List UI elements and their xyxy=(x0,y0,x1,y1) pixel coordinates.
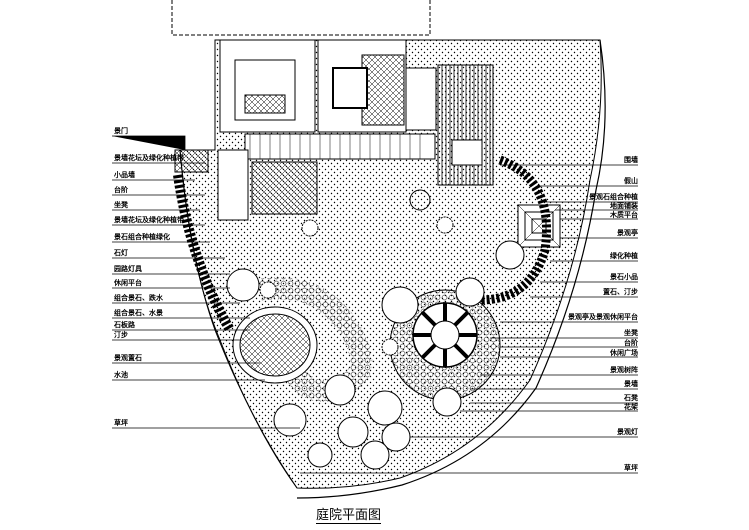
label-right: 台阶 xyxy=(624,338,639,347)
label-right: 地面铺装 xyxy=(610,201,638,210)
label-left: 组合景石、水景 xyxy=(114,308,163,317)
label-right: 景观石组合种植 xyxy=(588,192,638,201)
label-right: 景观树阵 xyxy=(609,365,638,374)
round-pavilion xyxy=(389,289,501,401)
wooden-deck xyxy=(437,64,494,186)
label-left: 小品墙 xyxy=(113,170,135,179)
outer-wall xyxy=(296,39,606,499)
left-leaders xyxy=(112,135,300,429)
label-right: 景观亭 xyxy=(616,228,638,237)
label-right: 景石小品 xyxy=(609,272,638,281)
label-right: 草坪 xyxy=(624,463,638,472)
label-left: 组合景石、跌水 xyxy=(114,293,164,302)
label-right: 石凳 xyxy=(623,393,639,402)
label-right: 围墙 xyxy=(624,155,638,164)
label-left: 坐凳 xyxy=(114,200,129,209)
label-left: 汀步 xyxy=(114,330,128,339)
right-labels: 围墙 假山 景观石组合种植 地面铺装 木质平台 景观亭 绿化种植 景石小品 置石… xyxy=(567,155,639,472)
label-left: 石灯 xyxy=(113,248,128,257)
gate xyxy=(174,149,209,173)
right-leaders xyxy=(300,164,638,474)
label-right: 景观灯 xyxy=(616,427,638,436)
property-boundary xyxy=(171,0,431,36)
label-right: 景墙 xyxy=(623,379,638,388)
label-right: 坐凳 xyxy=(624,328,639,337)
label-left: 景墙花坛及绿化种植带 xyxy=(113,215,184,224)
planting-belt-left xyxy=(173,174,235,333)
pebble-path xyxy=(258,277,373,402)
label-right: 休闲广场 xyxy=(609,348,638,357)
label-left: 水池 xyxy=(114,370,128,379)
label-right: 木质平台 xyxy=(609,210,638,219)
entry-terrace xyxy=(251,161,318,215)
label-left: 景观置石 xyxy=(113,353,142,362)
drawing-title: 庭院平面图 xyxy=(316,508,382,524)
label-left: 景墙花坛及绿化种植带 xyxy=(113,153,184,162)
label-right: 置石、汀步 xyxy=(603,287,638,296)
house-room-living xyxy=(219,39,316,133)
label-left: 草坪 xyxy=(114,418,128,427)
label-left: 园路灯具 xyxy=(114,264,142,273)
label-right: 假山 xyxy=(624,176,638,185)
trees xyxy=(226,216,525,470)
label-left: 景门 xyxy=(113,126,128,135)
label-right: 景观亭及景观休闲平台 xyxy=(567,312,638,321)
left-labels: 景门 景墙花坛及绿化种植带 小品墙 台阶 坐凳 景墙花坛及绿化种植带 景石组合种… xyxy=(113,126,184,427)
label-left: 台阶 xyxy=(114,185,129,194)
label-left: 石板路 xyxy=(113,320,136,329)
label-right: 花架 xyxy=(624,402,638,411)
label-left: 休闲平台 xyxy=(113,278,142,287)
label-right: 绿化种植 xyxy=(610,251,638,260)
planting-belt-right xyxy=(479,155,551,305)
label-left: 景石组合种植绿化 xyxy=(113,232,170,241)
